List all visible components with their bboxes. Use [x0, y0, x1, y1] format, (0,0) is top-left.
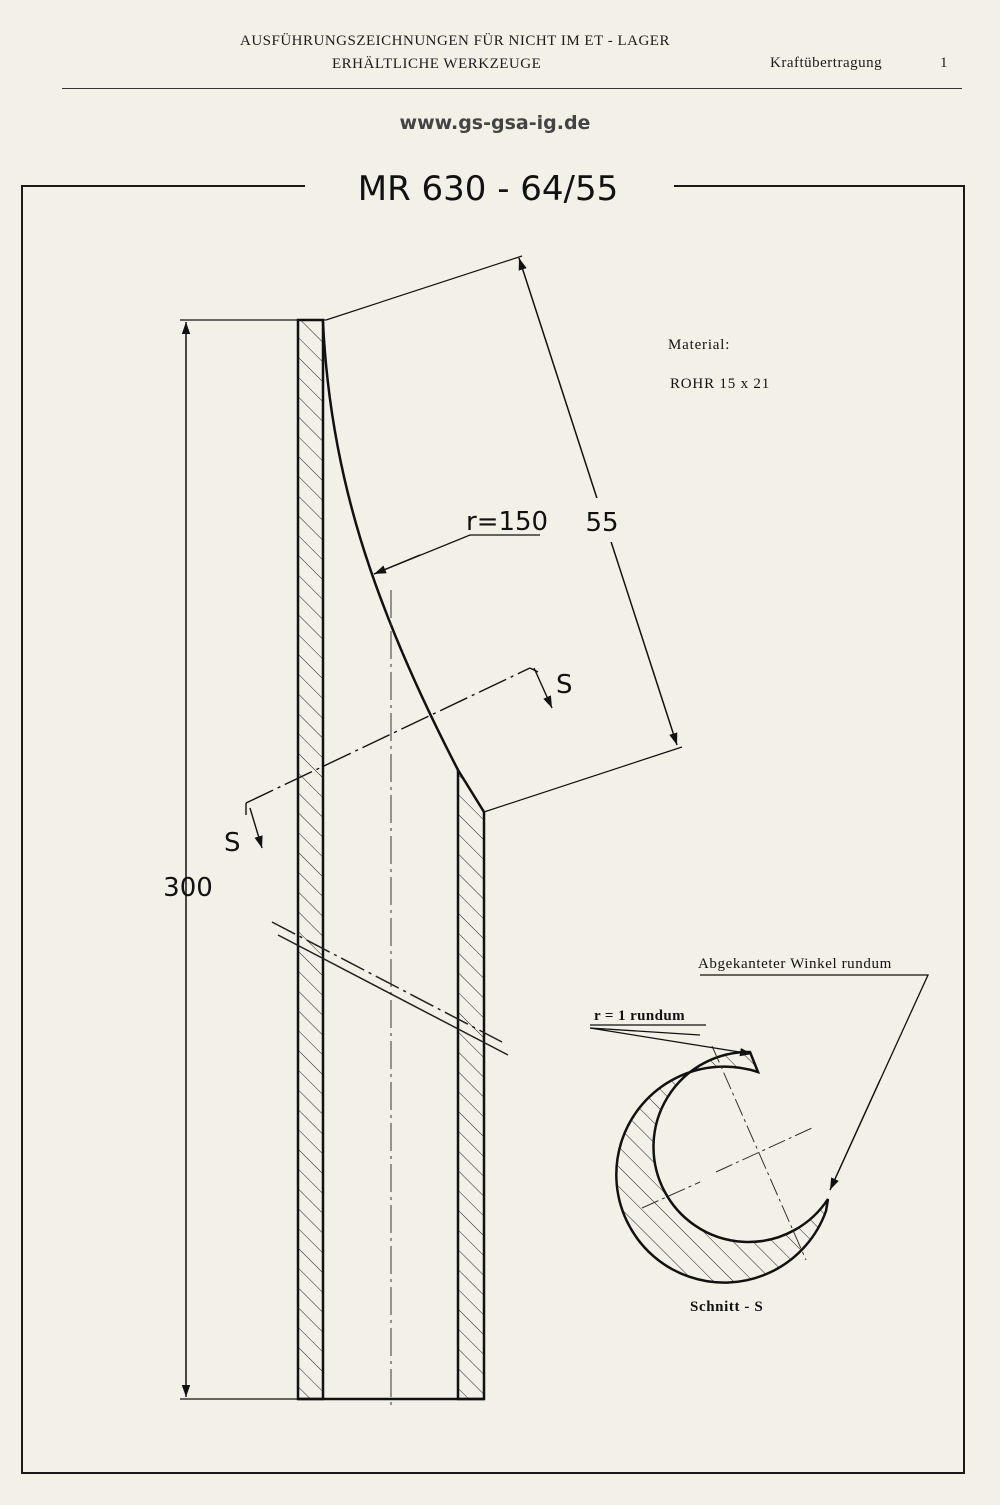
- break-lines: [271, 921, 509, 1056]
- header-section: Kraftübertragung: [770, 55, 883, 71]
- material-value: ROHR 15 x 21: [670, 376, 770, 392]
- drawing-frame: [21, 185, 965, 1474]
- radius-leader: [373, 534, 540, 575]
- header-rule: [62, 88, 962, 89]
- detail-radius-note: r = 1 rundum: [594, 1008, 685, 1024]
- material-label: Material:: [668, 337, 730, 353]
- curved-cut-edge: [321, 321, 460, 771]
- dimension-55: [325, 255, 683, 813]
- tube-right-wall: [456, 765, 486, 1401]
- section-detail-profile: [615, 1045, 830, 1284]
- tube-left-wall: [296, 318, 325, 1401]
- part-number-title: MR 630 - 64/55: [358, 169, 619, 209]
- header-title-line-1: AUSFÜHRUNGSZEICHNUNGEN FÜR NICHT IM ET -…: [240, 33, 670, 49]
- dimension-300-label: 300: [163, 873, 213, 903]
- detail-caption: Schnitt - S: [690, 1299, 763, 1315]
- header-title-line-2: ERHÄLTLICHE WERKZEUGE: [332, 56, 542, 72]
- section-marker-top: S: [556, 670, 573, 700]
- detail-leaders: [589, 974, 930, 1191]
- section-cut-line: [245, 667, 553, 849]
- website-url: www.gs-gsa-ig.de: [399, 112, 591, 134]
- dimension-300: [180, 319, 326, 1400]
- radius-label: r=150: [466, 507, 548, 537]
- detail-edge-note: Abgekanteter Winkel rundum: [698, 956, 892, 972]
- header-page-number: 1: [940, 55, 948, 71]
- dimension-55-label: 55: [585, 508, 618, 538]
- section-marker-bottom: S: [224, 828, 241, 858]
